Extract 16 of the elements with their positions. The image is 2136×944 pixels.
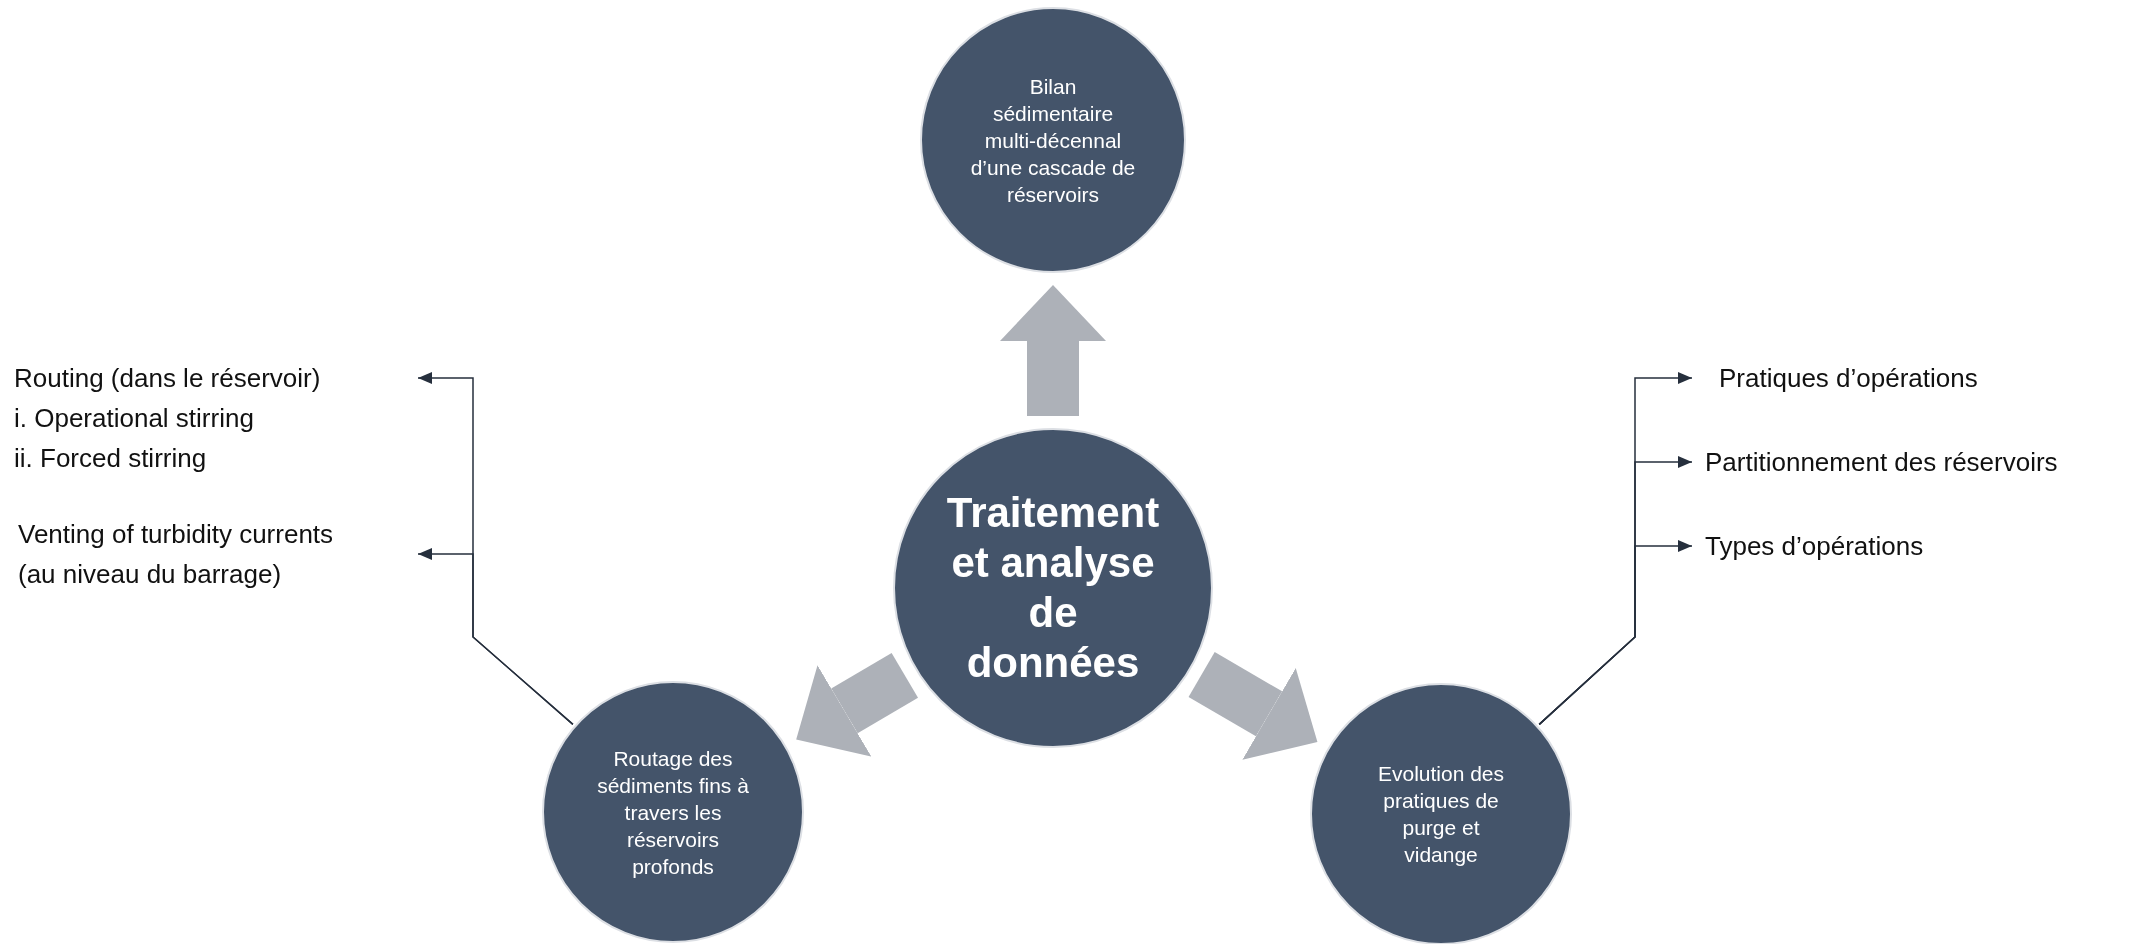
- block-arrow: [796, 652, 919, 757]
- central-title: Traitement et analyse de données: [945, 488, 1161, 688]
- list-item-text: i. Operational stirring: [14, 402, 255, 435]
- topic-text: Evolution des pratiques de purge et vidange: [1376, 761, 1506, 868]
- block-arrow: [1188, 652, 1318, 760]
- annotation-text: Types d’opérations: [1705, 530, 1925, 563]
- branch-arrow: [417, 548, 574, 726]
- annotation-text: Routing (dans le réservoir): [14, 362, 322, 395]
- topic-text: Bilan sédimentaire multi-décennal d’une cascade de réservoirs: [969, 73, 1137, 208]
- annotation-text: Venting of turbidity currents (au niveau du barrage): [18, 518, 335, 591]
- block-arrow: [1000, 285, 1106, 416]
- branch-arrow: [1538, 540, 1693, 726]
- list-item-text: ii. Forced stirring: [14, 442, 208, 475]
- annotation-text: Partitionnement des réservoirs: [1705, 446, 2059, 479]
- topic-text: Routage des sédiments fins à travers les réservoirs profonds: [596, 745, 750, 880]
- annotation-text: Pratiques d’opérations: [1719, 362, 1979, 395]
